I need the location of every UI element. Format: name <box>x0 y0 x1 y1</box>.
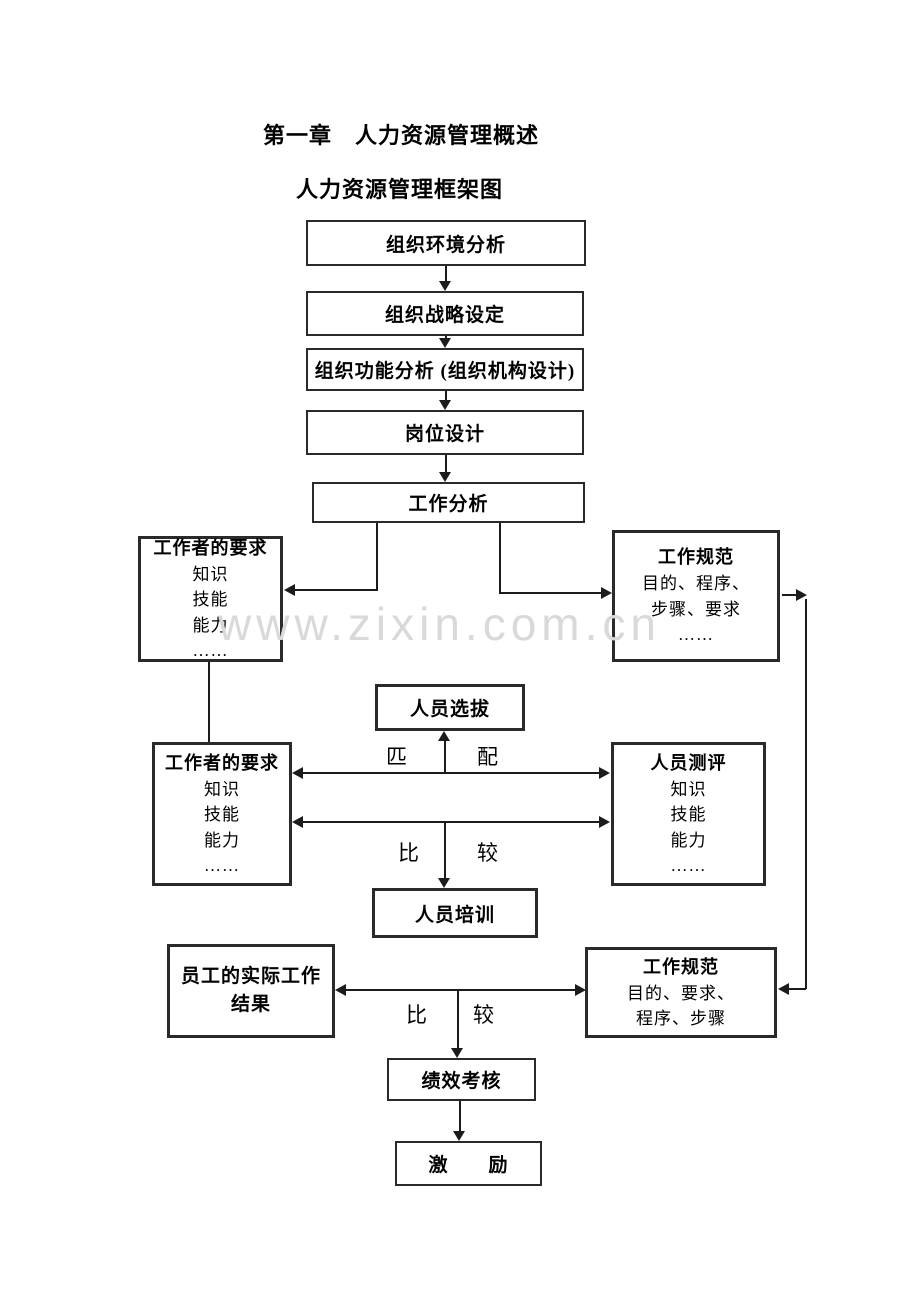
box-personnel-assessment-item: …… <box>670 856 707 875</box>
box-performance-appraisal-label: 绩效考核 <box>421 1071 502 1092</box>
box-personnel-training-label: 人员培训 <box>414 904 495 926</box>
arrow-function-to-position-head <box>439 400 451 410</box>
arrow-position-to-job-line <box>445 455 447 473</box>
arrow-match-to-selection-head <box>438 731 450 741</box>
box-personnel-assessment-item: 知识 <box>670 779 707 799</box>
page-title: 第一章 人力资源管理概述 <box>263 123 540 148</box>
connector-job-to-work-spec-hline <box>499 592 602 594</box>
connector-spec1-exit-hline <box>782 594 798 596</box>
box-job-analysis: 工作分析 <box>312 482 585 523</box>
box-work-spec-1-item: …… <box>678 625 714 645</box>
box-work-spec-1-item: 步骤、要求 <box>651 599 741 619</box>
box-org-strategy: 组织战略设定 <box>306 291 584 336</box>
label-compare2-left: 比 <box>406 1003 427 1027</box>
connector-worker-req1-to-req2-line <box>208 662 210 742</box>
arrow-compare-to-training-line <box>444 823 446 878</box>
box-worker-requirements-1: 工作者的要求 知识 技能 能力 …… <box>138 536 283 662</box>
box-position-design-label: 岗位设计 <box>404 424 485 445</box>
connector-job-to-worker-req-hline <box>295 589 378 591</box>
connector-match-head-right <box>599 767 610 779</box>
box-work-spec-2-item: 程序、步骤 <box>636 1009 726 1028</box>
connector-match-line <box>303 772 600 774</box>
arrow-compare2-to-performance-head <box>451 1048 463 1058</box>
box-performance-appraisal: 绩效考核 <box>387 1058 536 1101</box>
watermark: www.zixin.com.cn <box>218 598 661 650</box>
box-actual-work-results: 员工的实际工作 结果 <box>167 944 335 1038</box>
box-worker-requirements-1-title: 工作者的要求 <box>153 537 268 558</box>
box-org-function-analysis: 组织功能分析 (组织机构设计) <box>306 348 584 391</box>
box-personnel-assessment: 人员测评 知识 技能 能力 …… <box>611 742 766 886</box>
diagram-title: 人力资源管理框架图 <box>296 177 504 202</box>
label-compare2-right: 较 <box>473 1003 494 1027</box>
arrow-env-to-strategy-line <box>445 266 447 282</box>
arrow-compare2-to-performance-line <box>457 991 459 1048</box>
connector-compare2-head-right <box>575 984 586 996</box>
connector-compare2-line <box>346 989 576 991</box>
label-match-left: 匹 <box>386 745 407 769</box>
arrow-performance-to-motivation-head <box>453 1131 465 1141</box>
box-org-strategy-label: 组织战略设定 <box>384 305 505 326</box>
box-personnel-training: 人员培训 <box>372 888 538 938</box>
box-work-spec-1-item: 目的、程序、 <box>642 574 750 594</box>
connector-spec1-exit-head <box>796 589 807 601</box>
connector-compare1-head-right <box>599 816 610 828</box>
arrow-strategy-to-function-head <box>439 338 451 348</box>
box-worker-requirements-2-item: …… <box>204 856 240 875</box>
box-work-spec-2-item: 目的、要求、 <box>627 983 735 1003</box>
box-work-spec-2: 工作规范 目的、要求、 程序、步骤 <box>585 947 777 1038</box>
connector-spec1-to-spec2-vline <box>805 599 807 989</box>
box-worker-requirements-2: 工作者的要求 知识 技能 能力 …… <box>152 742 292 886</box>
box-worker-requirements-1-item: …… <box>192 641 229 660</box>
box-work-spec-1: 工作规范 目的、程序、 步骤、要求 …… <box>612 530 780 662</box>
box-actual-work-results-line: 员工的实际工作 <box>180 966 321 988</box>
box-worker-requirements-1-item: 知识 <box>192 564 229 584</box>
box-personnel-assessment-item: 技能 <box>670 805 707 824</box>
connector-match-head-left <box>292 767 303 779</box>
label-compare1-right: 较 <box>477 841 498 865</box>
box-org-env-analysis-label: 组织环境分析 <box>385 234 506 256</box>
arrow-position-to-job-head <box>439 472 451 482</box>
box-personnel-assessment-item: 能力 <box>670 830 707 850</box>
connector-job-to-worker-req-head <box>284 584 295 596</box>
connector-spec1-to-spec2-head <box>778 983 789 995</box>
box-org-function-analysis-label: 组织功能分析 (组织机构设计) <box>314 361 576 382</box>
box-motivation: 激 励 <box>395 1141 542 1186</box>
connector-compare2-head-left <box>335 984 346 996</box>
box-personnel-selection: 人员选拔 <box>375 684 525 731</box>
connector-compare1-head-left <box>292 816 303 828</box>
box-job-analysis-label: 工作分析 <box>408 494 489 515</box>
connector-job-to-work-spec-vline <box>499 523 501 593</box>
connector-job-to-worker-req-vline <box>376 523 378 590</box>
arrow-match-to-selection-line <box>444 740 446 773</box>
box-worker-requirements-2-title: 工作者的要求 <box>165 752 279 773</box>
box-worker-requirements-1-item: 能力 <box>192 615 229 635</box>
box-position-design: 岗位设计 <box>306 410 584 455</box>
box-worker-requirements-1-item: 技能 <box>192 590 229 609</box>
connector-compare1-line <box>303 821 600 823</box>
label-match-right: 配 <box>477 745 498 769</box>
box-worker-requirements-2-item: 技能 <box>204 805 240 824</box>
box-work-spec-1-title: 工作规范 <box>658 547 734 568</box>
arrow-env-to-strategy-head <box>439 281 451 291</box>
box-worker-requirements-2-item: 知识 <box>204 779 240 799</box>
box-actual-work-results-line: 结果 <box>230 994 271 1015</box>
box-personnel-selection-label: 人员选拔 <box>409 699 490 720</box>
box-work-spec-2-title: 工作规范 <box>643 956 719 977</box>
box-worker-requirements-2-item: 能力 <box>204 830 240 850</box>
connector-job-to-work-spec-head <box>601 587 612 599</box>
box-personnel-assessment-title: 人员测评 <box>650 752 727 773</box>
arrow-function-to-position-line <box>445 391 447 401</box>
arrow-compare-to-training-head <box>438 878 450 888</box>
box-org-env-analysis: 组织环境分析 <box>306 220 586 266</box>
box-motivation-label: 激 励 <box>428 1155 509 1176</box>
arrow-performance-to-motivation-line <box>459 1101 461 1131</box>
label-compare1-left: 比 <box>398 841 419 865</box>
connector-spec1-to-spec2-hline <box>789 988 806 990</box>
